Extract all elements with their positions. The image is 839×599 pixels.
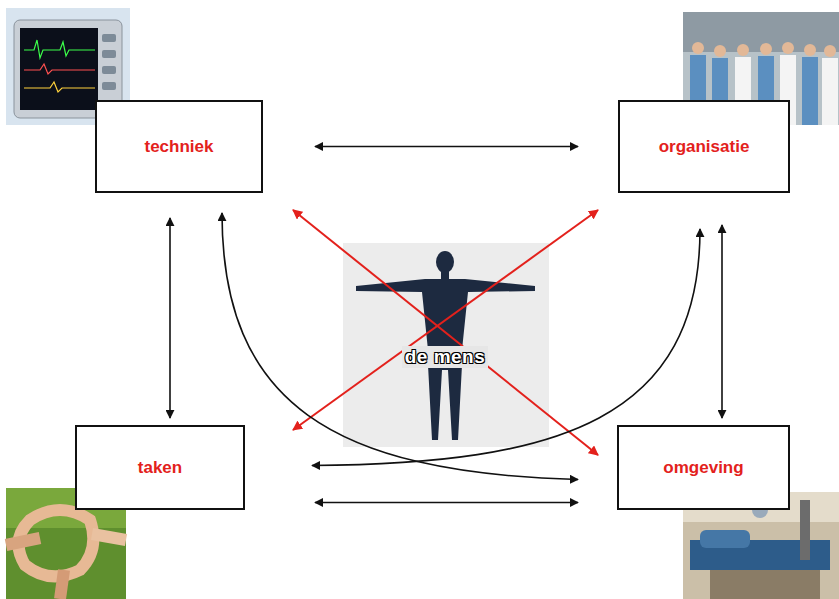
figure-label: de mens xyxy=(402,346,489,368)
factor-box: taken xyxy=(75,425,245,510)
double-arrow xyxy=(721,225,723,418)
double-arrow xyxy=(169,218,171,418)
factor-label: omgeving xyxy=(663,458,743,478)
red-arrow xyxy=(293,210,598,455)
double-arrow xyxy=(315,502,578,504)
factor-box: organisatie xyxy=(618,100,790,193)
factor-box: techniek xyxy=(95,100,263,193)
red-arrow xyxy=(293,210,598,430)
factor-label: organisatie xyxy=(659,137,750,157)
factor-box: omgeving xyxy=(617,425,790,510)
double-arrow xyxy=(222,213,578,480)
double-arrow xyxy=(315,146,578,148)
factor-label: taken xyxy=(138,458,182,478)
factor-label: techniek xyxy=(145,137,214,157)
human-figure xyxy=(343,243,549,447)
